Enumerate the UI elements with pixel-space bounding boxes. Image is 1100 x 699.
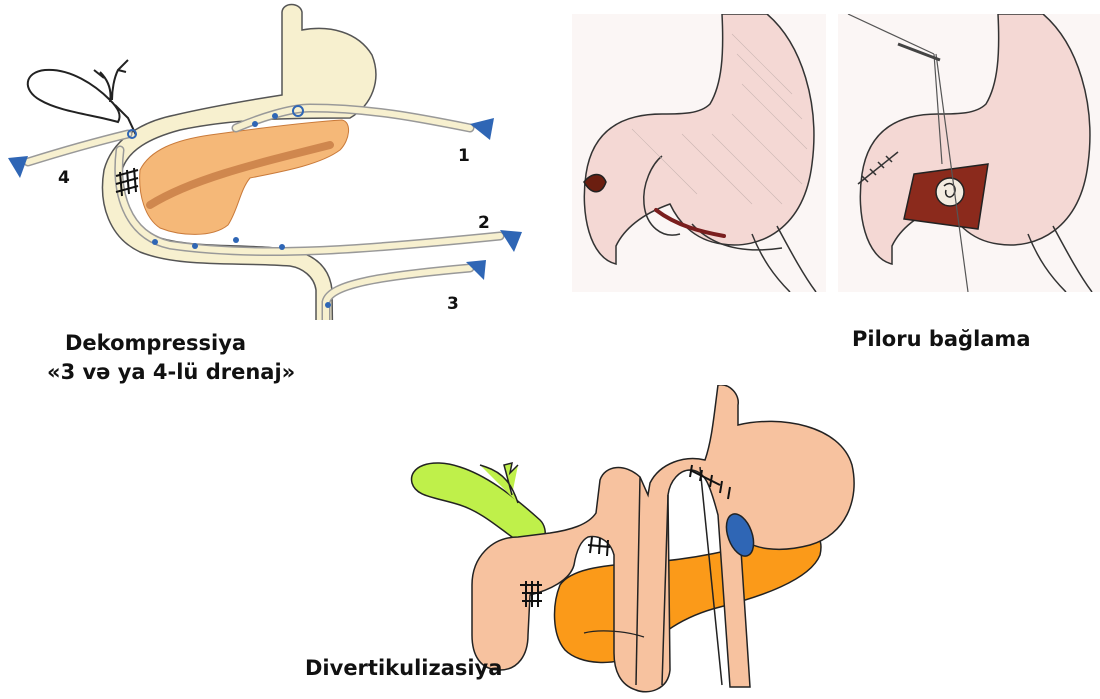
drain-4-tip (8, 156, 28, 178)
stomach-sketch (584, 14, 814, 264)
pancreas-orange (555, 531, 821, 663)
drain-label-3: 3 (447, 294, 459, 314)
decompression-title-line2: «3 və ya 4-lü drenaj» (47, 360, 295, 384)
pylorus-sketch-left (572, 14, 826, 292)
pylorus-ring (936, 178, 964, 206)
gallbladder-green (412, 463, 546, 547)
pancreas (140, 120, 349, 234)
diverticulization-panel (400, 385, 870, 699)
diverticulization-illustration (400, 385, 870, 699)
decompression-illustration (0, 0, 560, 320)
drain-2-tip (500, 230, 522, 252)
pylorus-sketch-right (838, 14, 1100, 292)
decompression-panel (0, 0, 560, 320)
drain-label-2: 2 (478, 213, 490, 233)
pylorus-title: Piloru bağlama (852, 327, 1031, 351)
drain-label-1: 1 (458, 146, 470, 166)
decompression-title-line1: Dekompressiya (65, 331, 246, 355)
diverticulization-title: Divertikulizasiya (305, 656, 502, 680)
drain-label-4: 4 (58, 168, 70, 188)
